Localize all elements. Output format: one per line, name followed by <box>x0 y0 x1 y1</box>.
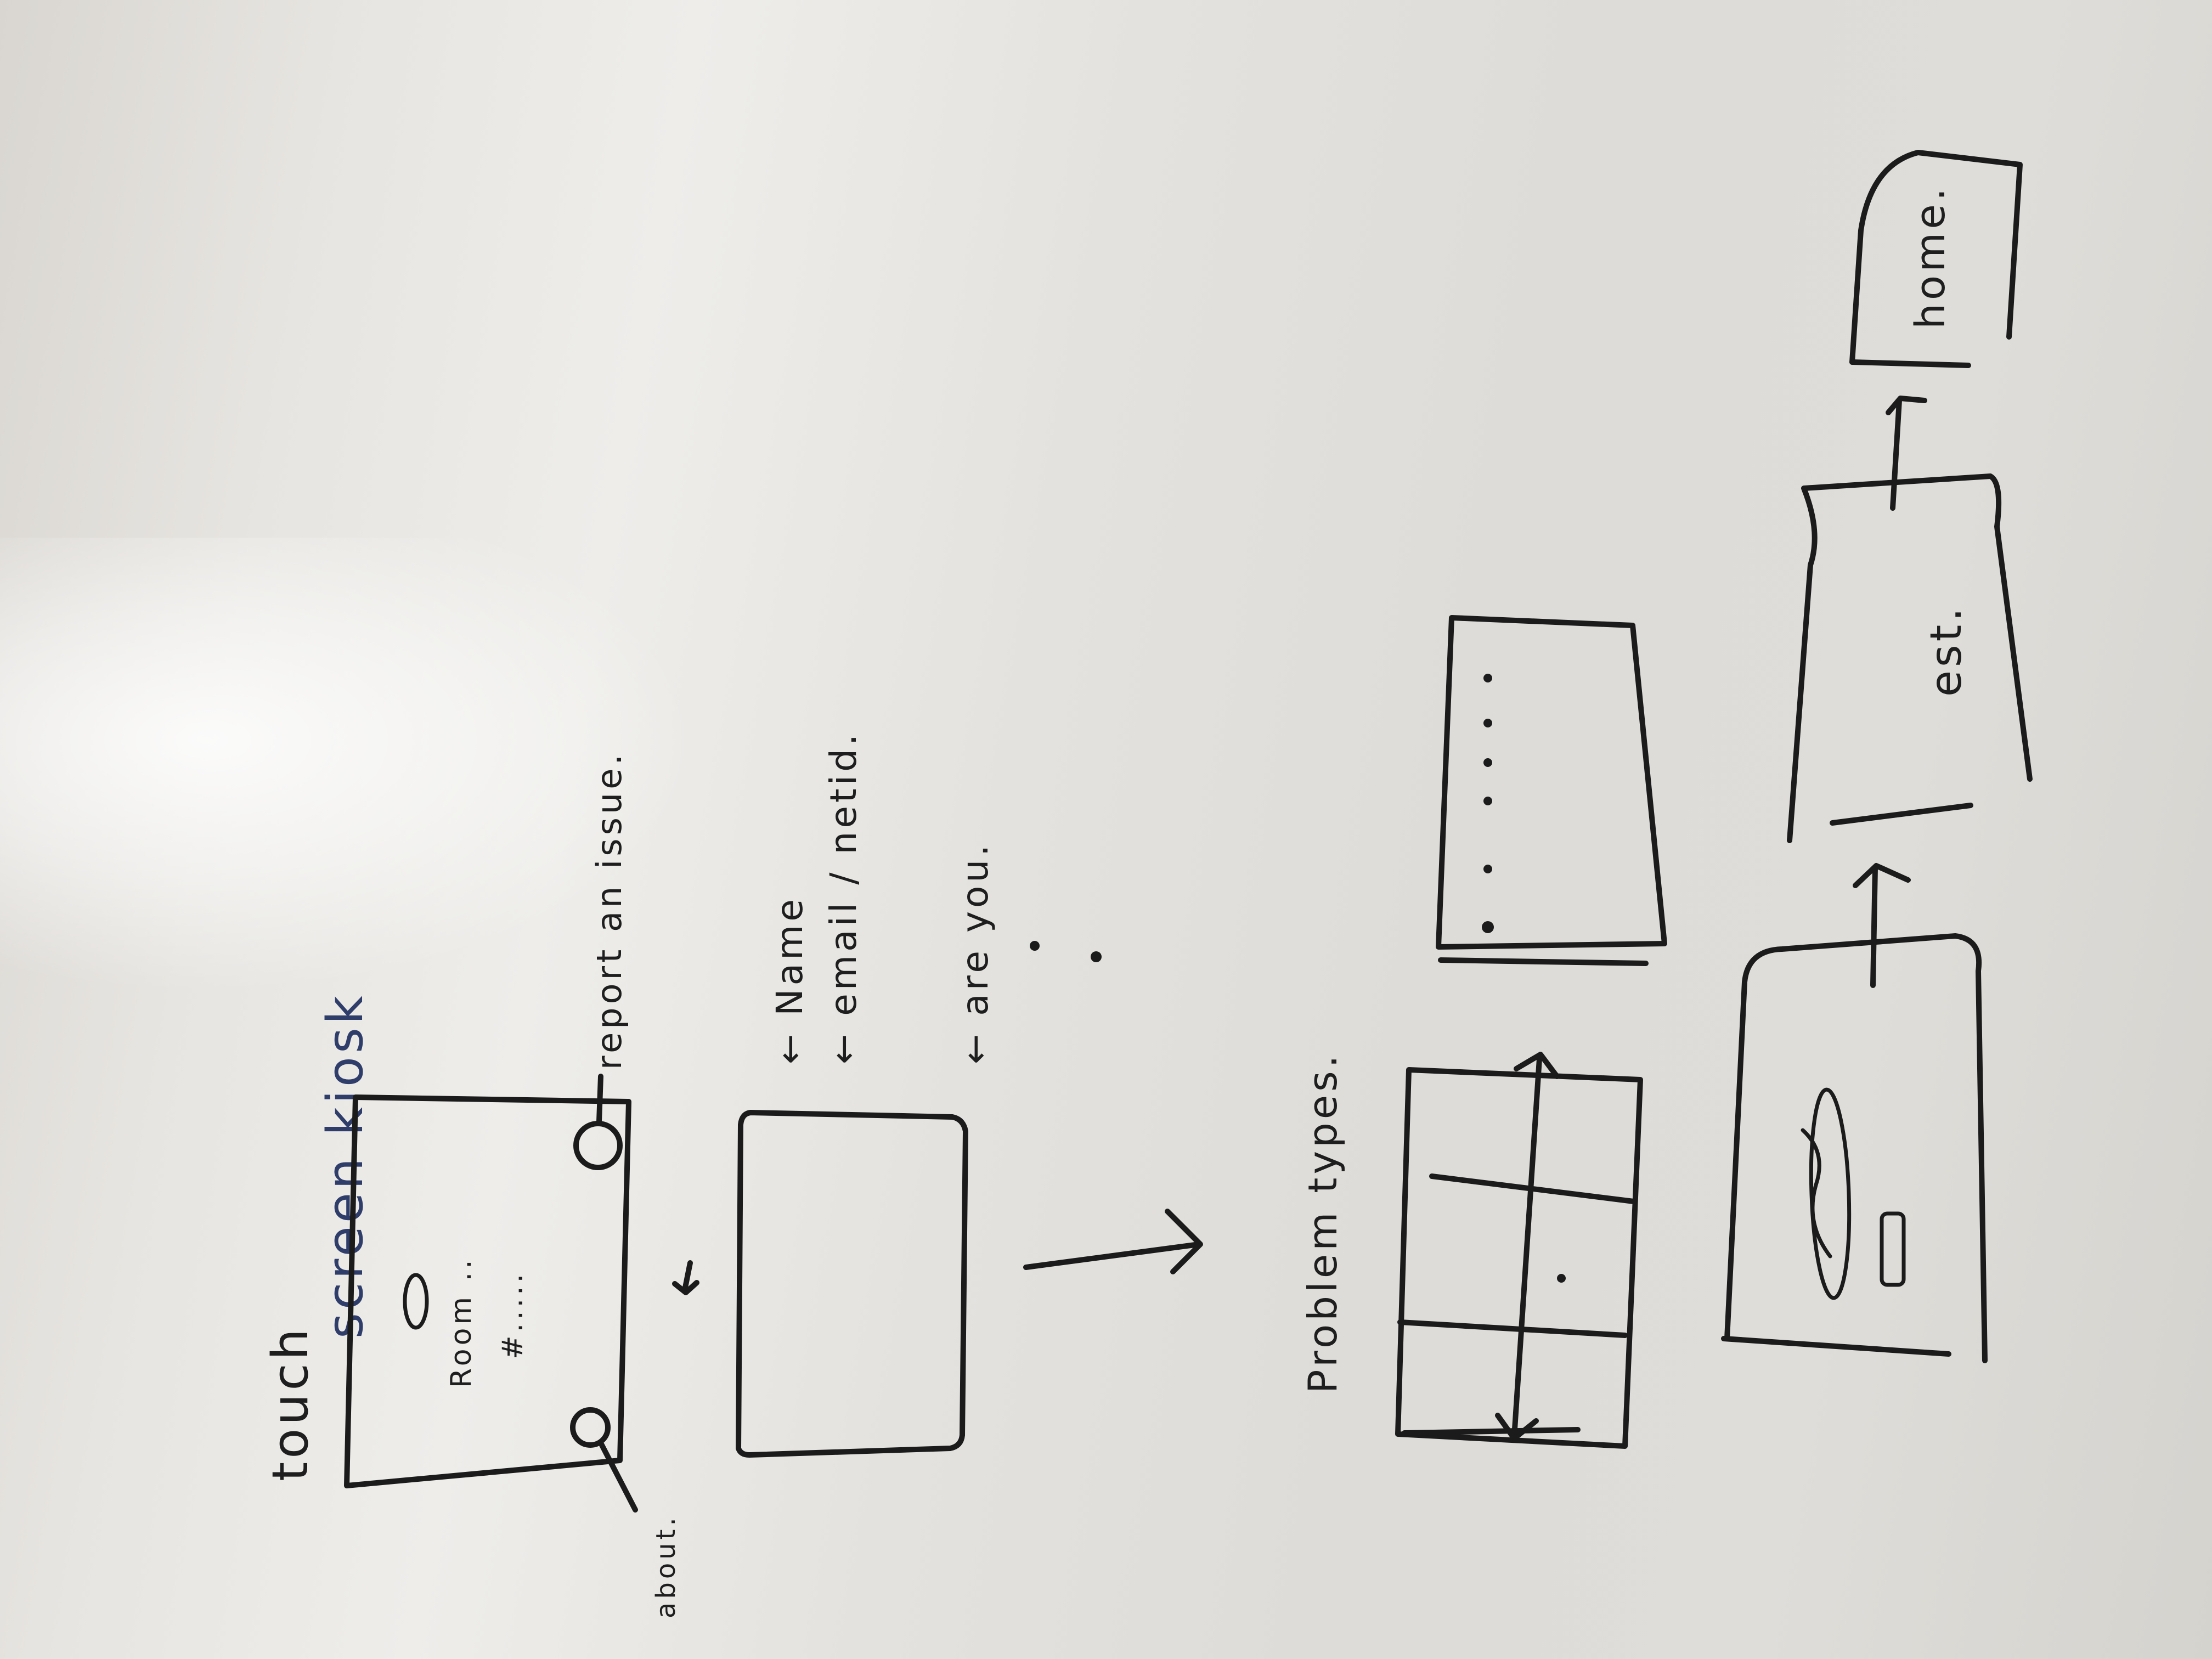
about-label: about. <box>651 1514 681 1618</box>
detail-small-box <box>1880 1211 1906 1287</box>
list-dot <box>1483 865 1492 873</box>
flow-arrow-2-to-3 <box>1023 1209 1203 1274</box>
screen-detail-bottom-rule <box>1721 1336 1951 1357</box>
flow-arrow-6-to-7 <box>1886 396 1927 511</box>
screen-home-bottom-rule <box>1849 359 1971 368</box>
list-dot <box>1483 797 1492 805</box>
report-issue-button <box>573 1121 623 1170</box>
ellipsis-dot <box>1091 951 1102 962</box>
scroll-arrow-top <box>1514 1052 1560 1079</box>
form-field-label: ← Name <box>769 896 811 1064</box>
screen-user-info-frame <box>736 1110 968 1458</box>
report-issue-label: report an issue. <box>589 751 629 1070</box>
screen-detail-frame <box>1724 933 1988 1363</box>
form-field-label: ← email / netid. <box>822 731 865 1064</box>
screen-estimate: est. <box>1787 396 2033 843</box>
screen-detail <box>1721 863 1988 1363</box>
screen-problem-types: Problem types. <box>1300 1052 1643 1449</box>
report-issue-leader <box>596 1074 603 1124</box>
screen-estimate-frame <box>1787 473 2033 843</box>
screen-estimate-bottom-rule <box>1830 803 1973 826</box>
grid-bottom-rule <box>1402 1427 1581 1436</box>
screen-kiosk-home-frame <box>344 1094 631 1488</box>
screen-list <box>1436 615 1667 966</box>
ellipsis-dot <box>1030 941 1040 951</box>
title-line1: touch <box>262 1325 319 1481</box>
room-label: Room .. <box>445 1256 478 1388</box>
scroll-arrow-bottom <box>1495 1413 1539 1441</box>
about-leader <box>599 1441 638 1513</box>
form-field-list: ← Name ← email / netid. ← are you. <box>769 731 996 1064</box>
detail-squiggle <box>1801 1128 1832 1259</box>
screen-home-frame <box>1849 150 2023 365</box>
arrow-down-small <box>672 1260 699 1295</box>
form-field-label: ← are you. <box>954 842 996 1064</box>
screen-list-frame <box>1436 615 1667 950</box>
grid-row-line <box>1397 1319 1628 1338</box>
detail-oval <box>1809 1087 1852 1300</box>
grid-vertical-scroll <box>1511 1056 1542 1440</box>
list-dot <box>1482 921 1494 933</box>
screen-user-info: ← Name ← email / netid. ← are you. <box>736 731 1102 1458</box>
screen-home: home. <box>1849 150 2023 368</box>
list-dot <box>1483 674 1492 682</box>
flow-arrow-5-to-6 <box>1853 863 1911 988</box>
about-button <box>570 1407 611 1448</box>
screen-problem-types-frame <box>1395 1067 1643 1449</box>
screen-list-bottom-rule <box>1438 957 1649 966</box>
number-label: #..... <box>496 1271 529 1359</box>
list-dot <box>1483 719 1492 727</box>
home-label: home. <box>1907 185 1954 329</box>
screen-kiosk-home: Room .. #..... report an issue. about. <box>344 751 699 1618</box>
center-oval <box>403 1273 429 1330</box>
problem-types-label: Problem types. <box>1300 1052 1346 1394</box>
title-line2: screen kiosk <box>317 992 374 1339</box>
grid-dot <box>1557 1274 1566 1283</box>
estimate-label: est. <box>1922 605 1971 697</box>
list-dot <box>1483 758 1492 767</box>
